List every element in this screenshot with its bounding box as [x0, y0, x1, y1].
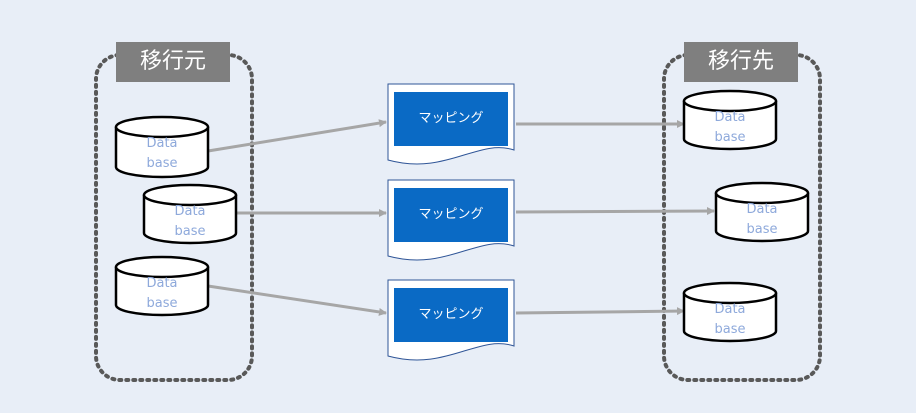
- db-label-line1: Data: [714, 302, 746, 317]
- db-label-line1: Data: [714, 110, 746, 125]
- db-label-line1: Data: [746, 202, 778, 217]
- mapping-2-label: マッピング: [418, 207, 484, 222]
- db-label-line2: base: [146, 296, 178, 311]
- source-group-label: 移行元: [116, 42, 230, 82]
- arrow-source3-to-mapping3: [207, 284, 387, 316]
- target-group-label: 移行先: [684, 42, 798, 82]
- target-database-1-label: Data base: [704, 108, 756, 148]
- mapping-document-2: [387, 179, 515, 261]
- arrow-source1-to-mapping1: [207, 119, 387, 153]
- mapping-3-label: マッピング: [418, 307, 484, 322]
- target-database-2-label: Data base: [736, 200, 788, 240]
- db-label-line2: base: [174, 224, 206, 239]
- source-database-2: [142, 183, 238, 245]
- target-database-3: [682, 281, 778, 343]
- source-database-3-label: Data base: [136, 274, 188, 314]
- target-database-3-label: Data base: [704, 300, 756, 340]
- source-database-1: [114, 115, 210, 179]
- source-database-1-label: Data base: [136, 134, 188, 174]
- target-database-2: [714, 181, 810, 243]
- db-label-line2: base: [146, 156, 178, 171]
- mapping-document-3: [387, 279, 515, 361]
- db-label-line2: base: [746, 222, 778, 237]
- mapping-1-label: マッピング: [418, 111, 484, 126]
- source-database-3: [114, 255, 210, 317]
- arrow-mapping2-to-target2: [515, 207, 715, 216]
- db-label-line1: Data: [174, 204, 206, 219]
- db-label-line1: Data: [146, 136, 178, 151]
- arrow-mapping3-to-target3: [515, 307, 685, 316]
- target-database-1: [682, 89, 778, 151]
- db-label-line2: base: [714, 322, 746, 337]
- db-label-line2: base: [714, 130, 746, 145]
- mapping-document-1: [387, 83, 515, 165]
- db-label-line1: Data: [146, 276, 178, 291]
- source-database-2-label: Data base: [164, 202, 216, 242]
